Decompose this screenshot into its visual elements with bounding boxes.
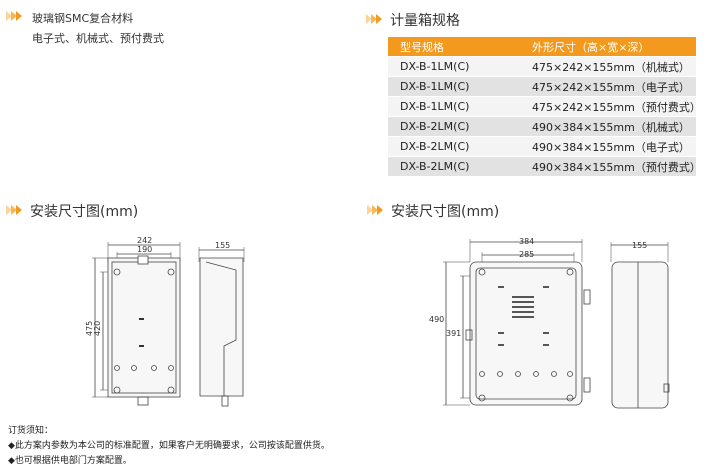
table-row: DX-B-2LM(C) 490×384×155mm（预付费式） — [388, 156, 701, 176]
arrow-icon — [366, 14, 382, 24]
dim-height-outer: 475 — [85, 321, 94, 336]
size-cell: 475×242×155mm（机械式） — [520, 56, 696, 77]
spec-title: 计量箱规格 — [390, 13, 460, 29]
spec-table: 型号规格 外形尺寸（高×宽×深） DX-B-1LM(C) 475×242×155… — [388, 37, 701, 176]
model-cell: DX-B-2LM(C) — [388, 156, 520, 176]
size-cell: 490×384×155mm（电子式） — [520, 136, 696, 157]
model-cell: DX-B-1LM(C) — [388, 96, 520, 117]
notes-title: 订货须知： — [8, 426, 54, 436]
arrow-icon — [367, 205, 383, 215]
install-title-left: 安装尺寸图(mm) — [30, 204, 139, 220]
dim-width-outer: 242 — [137, 236, 152, 245]
model-cell: DX-B-1LM(C) — [388, 76, 520, 97]
arrow-icon — [6, 11, 22, 21]
model-cell: DX-B-2LM(C) — [388, 116, 520, 137]
dim-width-outer: 384 — [519, 237, 534, 246]
model-cell: DX-B-1LM(C) — [388, 56, 520, 77]
size-cell: 475×242×155mm（预付费式） — [520, 96, 701, 117]
table-row: DX-B-1LM(C) 475×242×155mm（预付费式） — [388, 96, 701, 117]
dim-depth: 155 — [215, 241, 230, 250]
table-row: DX-B-2LM(C) 490×384×155mm（机械式） — [388, 116, 696, 137]
dim-depth: 155 — [632, 241, 647, 250]
notes-line-2: ◆也可根据供电部门方案配置。 — [8, 456, 132, 466]
size-cell: 490×384×155mm（预付费式） — [520, 156, 701, 176]
table-row: DX-B-1LM(C) 475×242×155mm（电子式） — [388, 76, 696, 97]
table-row: DX-B-1LM(C) 475×242×155mm（机械式） — [388, 56, 696, 77]
dim-height-inner: 391 — [446, 329, 461, 338]
type-text: 电子式、机械式、预付费式 — [32, 32, 164, 45]
dim-width-inner: 285 — [519, 250, 534, 259]
column-header: 外形尺寸（高×宽×深） — [520, 37, 696, 57]
install-title-right: 安装尺寸图(mm) — [391, 204, 500, 220]
model-cell: DX-B-2LM(C) — [388, 136, 520, 157]
dim-height-inner: 420 — [93, 321, 102, 336]
material-text: 玻璃钢SMC复合材料 — [32, 12, 134, 25]
notes-line-1: ◆此方案内参数为本公司的标准配置，如果客户无明确要求，公司按该配置供货。 — [8, 441, 330, 451]
size-cell: 475×242×155mm（电子式） — [520, 76, 696, 97]
dim-width-inner: 190 — [137, 245, 152, 254]
arrow-icon — [6, 205, 22, 215]
table-row: DX-B-2LM(C) 490×384×155mm（电子式） — [388, 136, 696, 157]
dim-height-outer: 490 — [429, 315, 444, 324]
table-header-row: 型号规格 外形尺寸（高×宽×深） — [388, 37, 696, 57]
size-cell: 490×384×155mm（机械式） — [520, 116, 696, 137]
column-header: 型号规格 — [388, 37, 520, 57]
